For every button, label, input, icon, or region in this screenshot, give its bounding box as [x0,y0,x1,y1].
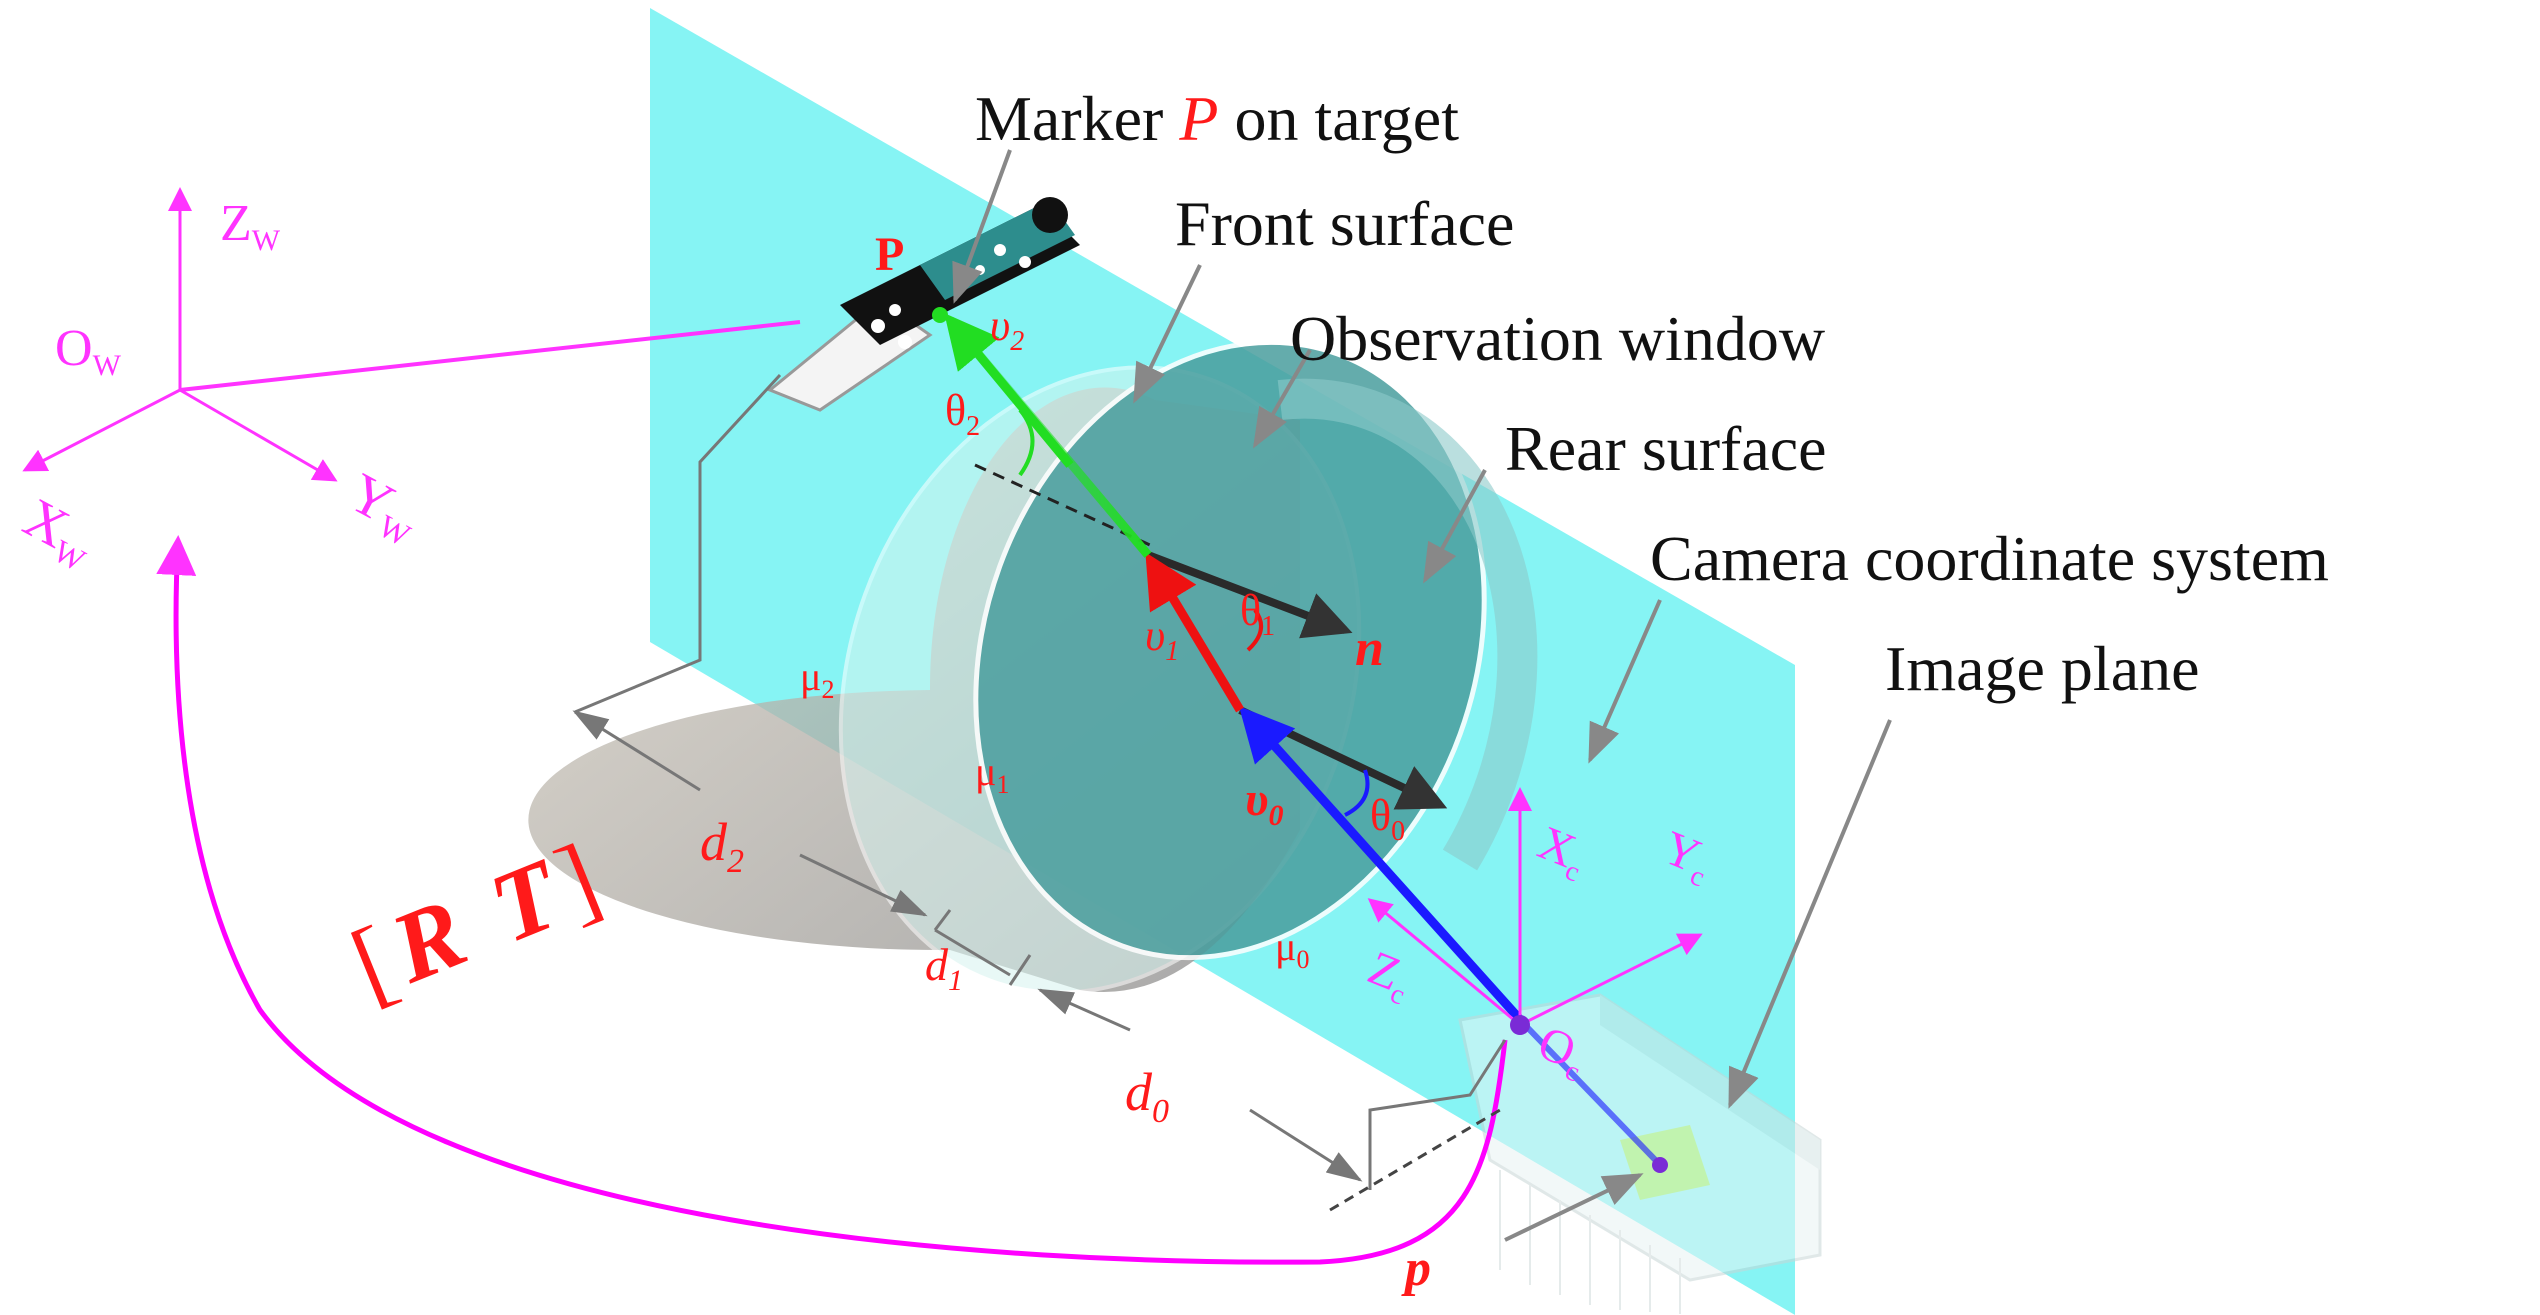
theta2-label: θ2 [945,386,980,442]
dim-d2-arrow-end [799,853,928,917]
marker-label: Marker P on target [975,83,1459,154]
image-point-p [1652,1157,1668,1173]
point-P-label: P [875,228,904,281]
d1-label: d1 [925,939,963,997]
normal-n-label: n [1355,620,1384,677]
ray-v0 [1238,706,1529,1029]
v1-label: υ1 [1145,611,1179,667]
world-origin-label: OW [55,320,122,382]
observation-window-label: Observation window [1290,303,1825,374]
normal-dashed-line [974,463,1151,547]
world-coordinate-system [22,187,801,482]
marker-point [932,307,948,323]
image-plane-label: Image plane [1885,633,2200,704]
v2-label: υ2 [990,301,1024,357]
point-p-label: p [1401,1240,1431,1297]
world-x-label: XW [12,487,106,579]
ray-v0-continued [1522,1022,1668,1173]
world-z-label: ZW [220,195,281,257]
observation-window [528,339,1538,995]
rear-surface-label: Rear surface [1505,413,1827,484]
theta0-label: θ0 [1370,791,1405,847]
camera-coordinate-system [1367,787,1703,1027]
theta2-arc [1018,408,1035,477]
v0-label: υ0 [1245,773,1284,832]
world-y-label: YW [337,462,431,554]
callout-arrows [952,149,1892,1242]
mu2-label: μ2 [800,654,834,704]
mu1-label: μ1 [975,749,1009,799]
ray-v1 [1145,552,1244,713]
mu0-label: μ0 [1275,924,1309,974]
theta1-arc [1246,608,1264,652]
rt-label: [RT] [337,822,614,1020]
d2-label: d2 [700,812,744,880]
theta0-arc [1344,769,1370,817]
camera-origin-point [1510,1015,1530,1035]
ray-v2-head [944,313,1074,468]
camera-coordinate-system-label: Camera coordinate system [1650,523,2329,594]
dim-d0-arrow-end [1249,1108,1363,1182]
d0-label: d0 [1125,1062,1169,1130]
dim-d2-arrow-start [572,710,701,792]
theta1-label: θ1 [1240,586,1275,642]
front-surface-label: Front surface [1175,188,1514,259]
rt-transform-curve [156,535,1508,1265]
dim-d0-arrow-start [1037,988,1131,1032]
dimension-lines [572,373,1507,1190]
